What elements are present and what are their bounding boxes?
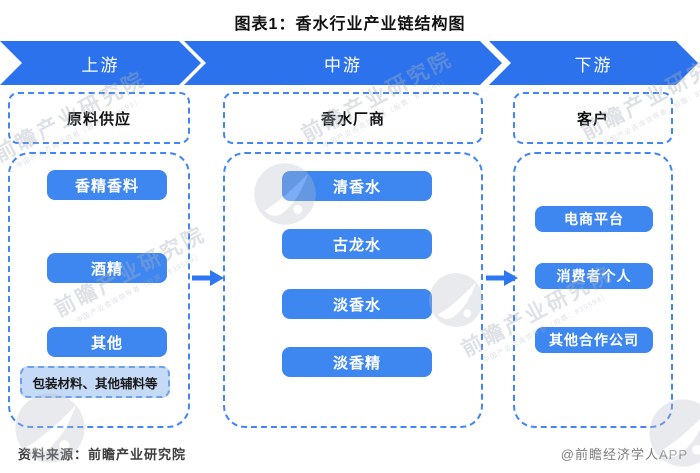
banner-downstream-label: 下游	[574, 55, 613, 75]
banner-midstream-label: 中游	[324, 55, 362, 75]
item-ecommerce-platform: 电商平台	[535, 206, 653, 232]
right-arrow-icon	[486, 269, 518, 287]
banner-upstream-label: 上游	[81, 55, 120, 75]
container-perfume-types: 清香水 古龙水 淡香水 淡香精	[223, 152, 483, 428]
header-raw-material-supply-label: 原料供应	[66, 110, 131, 128]
source-note: 资料来源：前瞻产业研究院	[18, 447, 187, 462]
banner-midstream: 中游	[184, 41, 502, 85]
item-eau-de-parfum: 淡香精	[282, 347, 432, 377]
item-individual-consumers: 消费者个人	[535, 263, 653, 289]
header-perfume-manufacturers: 香水厂商	[223, 92, 483, 144]
header-raw-material-supply: 原料供应	[8, 92, 190, 144]
header-customers-label: 客户	[576, 110, 609, 128]
container-customers: 电商平台 消费者个人 其他合作公司	[513, 152, 673, 428]
container-raw-materials: 香精香料 酒精 其他 包装材料、其他辅料等	[8, 152, 190, 428]
item-eau-de-toilette: 淡香水	[282, 289, 432, 319]
credit-note: @前瞻经济学人APP	[560, 447, 688, 462]
chart-title: 图表1：香水行业产业链结构图	[234, 16, 466, 33]
item-partner-companies: 其他合作公司	[535, 327, 653, 353]
right-arrow-icon	[192, 269, 224, 287]
item-eau-fraiche: 清香水	[282, 171, 432, 201]
banner-downstream: 下游	[489, 41, 698, 85]
item-alcohol: 酒精	[47, 253, 167, 283]
item-cologne: 古龙水	[282, 229, 432, 259]
header-perfume-manufacturers-label: 香水厂商	[320, 110, 385, 128]
item-fragrance-materials: 香精香料	[47, 170, 167, 200]
header-customers: 客户	[513, 92, 673, 144]
note-packaging-materials: 包装材料、其他辅料等	[20, 366, 170, 398]
item-others: 其他	[47, 327, 167, 357]
banner-upstream: 上游	[0, 41, 201, 85]
